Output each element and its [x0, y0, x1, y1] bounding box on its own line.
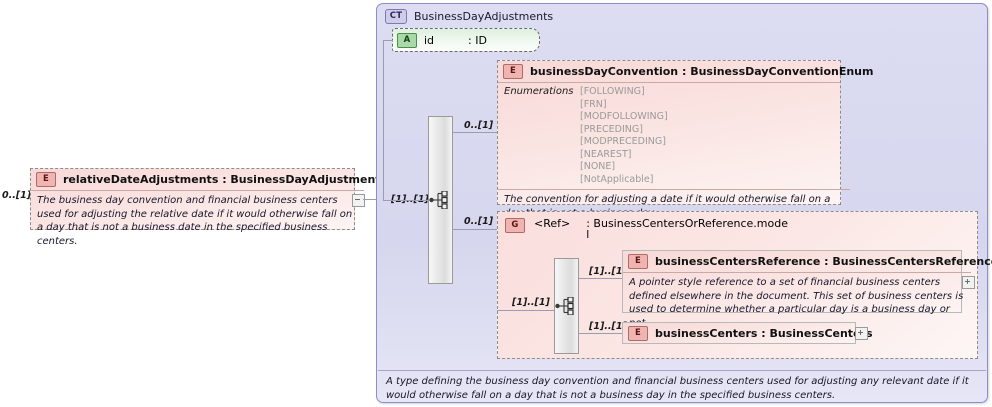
enum-value: [NEAREST]	[580, 148, 632, 160]
expand-toggle-business-centers-reference[interactable]	[962, 276, 975, 289]
group-ref-label-wrap: <Ref>	[534, 217, 586, 230]
relative-date-adjustments-doc: The business day convention and financia…	[31, 190, 364, 252]
complex-type-header: CT BusinessDayAdjustments	[377, 4, 987, 24]
business-day-convention-box[interactable]: E businessDayConvention : BusinessDayCon…	[497, 60, 873, 219]
element-badge-icon: E	[503, 64, 523, 79]
attribute-badge-icon: A	[397, 32, 417, 48]
choice-connector[interactable]	[554, 258, 579, 354]
enum-value: [MODFOLLOWING]	[580, 111, 668, 123]
connector-rail-to-sequence	[383, 200, 428, 201]
enum-value: [FOLLOWING]	[580, 86, 645, 97]
enum-value: [NONE]	[580, 161, 616, 173]
relative-date-adjustments-title: relativeDateAdjustments : BusinessDayAdj…	[63, 173, 388, 186]
relative-date-adjustments-header: E relativeDateAdjustments : BusinessDayA…	[31, 169, 387, 190]
group-badge-icon: G	[505, 218, 525, 233]
ct-rail-to-attribute	[383, 40, 393, 41]
sequence-connector-main[interactable]	[428, 116, 453, 284]
minus-glyph	[355, 199, 360, 200]
group-ref-cardinality: 0..[1]	[464, 216, 494, 227]
plus-glyph-v	[967, 279, 968, 284]
text-cursor-icon: l	[586, 228, 590, 241]
business-day-convention-title: businessDayConvention : BusinessDayConve…	[530, 65, 874, 78]
business-centers-reference-cardinality: [1]..[1]	[589, 266, 627, 277]
business-day-convention-header: E businessDayConvention : BusinessDayCon…	[498, 61, 873, 82]
plus-icon	[855, 327, 868, 340]
enumerations-label: Enumerations	[504, 86, 574, 97]
plus-icon	[962, 276, 975, 289]
element-badge-icon: E	[36, 172, 56, 187]
attribute-id-box[interactable]: A id : ID	[392, 28, 540, 52]
group-header: G <Ref> : BusinessCentersOrReference.mod…	[498, 212, 977, 241]
business-centers-reference-header: E businessCentersReference : BusinessCen…	[623, 251, 992, 272]
business-centers-header: E businessCenters : BusinessCenters	[623, 323, 873, 344]
connector-choice-to-bc	[579, 333, 623, 334]
element-badge-icon: E	[628, 326, 648, 341]
enum-value: [NotApplicable]	[580, 173, 654, 185]
group-type-wrap: : BusinessCentersOrReference.mode l	[586, 217, 788, 241]
connector-group-left-rail	[497, 310, 554, 311]
complex-type-title: BusinessDayAdjustments	[414, 10, 554, 23]
expand-toggle-business-centers[interactable]	[855, 327, 868, 340]
enum-value: [MODPRECEDING]	[580, 136, 666, 148]
connector-toggle-to-ct	[363, 199, 377, 200]
choice-icon	[555, 297, 574, 315]
element-badge-icon: E	[628, 254, 648, 269]
collapse-toggle-left[interactable]	[352, 194, 365, 207]
business-centers-reference-box[interactable]: E businessCentersReference : BusinessCen…	[622, 250, 992, 329]
choice-cardinality: [1]..[1]	[512, 297, 550, 308]
relative-date-adjustments-box[interactable]: E relativeDateAdjustments : BusinessDayA…	[30, 168, 387, 247]
ct-left-rail	[383, 40, 384, 200]
connector-choice-to-bcr	[579, 278, 623, 279]
sequence-main-cardinality: [1]..[1]	[391, 194, 429, 205]
minus-icon	[352, 194, 365, 207]
business-centers-title: businessCenters : BusinessCenters	[655, 327, 873, 340]
attribute-id-name: id	[424, 33, 435, 47]
connector-sequence-to-group	[453, 229, 498, 230]
sequence-icon	[429, 191, 448, 209]
business-centers-box[interactable]: E businessCenters : BusinessCenters	[622, 322, 873, 344]
connector-sequence-to-bdc	[453, 132, 498, 133]
business-centers-cardinality: [1]..[1]	[589, 321, 627, 332]
complex-type-documentation: A type defining the business day convent…	[378, 370, 986, 402]
left-reference-cardinality: 0..[1]	[2, 190, 32, 201]
enumerations-values: [FOLLOWING] [FRN] [MODFOLLOWING] [PRECED…	[580, 86, 668, 186]
plus-glyph-v	[860, 330, 861, 335]
group-ref-label: <Ref>	[534, 217, 571, 230]
complex-type-badge-icon: CT	[385, 9, 407, 24]
business-centers-reference-title: businessCentersReference : BusinessCente…	[655, 255, 992, 268]
business-day-convention-cardinality: 0..[1]	[464, 120, 494, 131]
enum-value: [FRN]	[580, 98, 607, 110]
business-day-convention-enumerations: Enumerations [FOLLOWING] [FRN] [MODFOLLO…	[498, 82, 840, 189]
attribute-id-type: : ID	[468, 33, 487, 47]
group-type-label: : BusinessCentersOrReference.mode	[586, 217, 788, 230]
enum-value: [PRECEDING]	[580, 123, 643, 135]
